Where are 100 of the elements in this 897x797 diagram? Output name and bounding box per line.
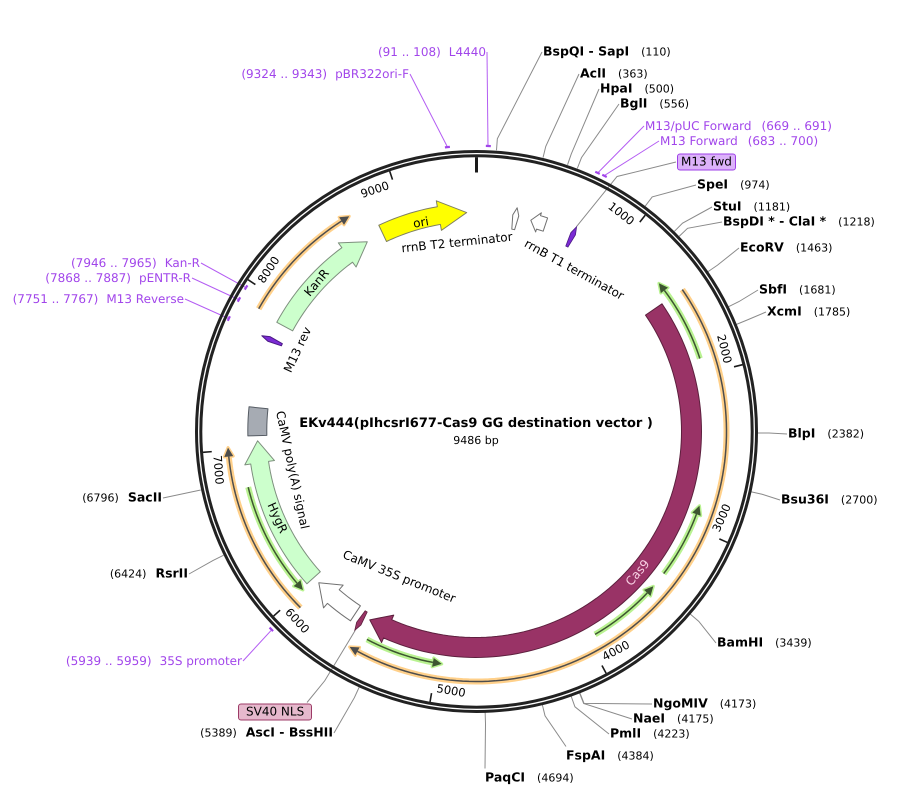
- restriction-site-name: RsrII: [155, 566, 188, 582]
- primer-binding-mark: [226, 315, 232, 322]
- primer-binding-mark: [444, 145, 451, 150]
- primer-name: M13/pUC Forward: [645, 118, 752, 134]
- plasmid-name: EKv444(pIhcsrI677-Cas9 GG destination vector ): [299, 416, 653, 432]
- primer-range: (7751 .. 7767): [12, 291, 98, 307]
- leader-line: [242, 630, 272, 662]
- restriction-site-name: BspDI * - ClaI *: [723, 214, 826, 230]
- primer-range: (7946 .. 7965): [71, 255, 157, 271]
- primer-range: (9324 .. 9343): [241, 66, 328, 82]
- primer-binding-mark: [236, 296, 242, 304]
- restriction-site-name: AscI - BssHII: [246, 724, 333, 740]
- leader-line: [578, 692, 632, 720]
- site-position: (110): [641, 44, 671, 60]
- site-position: (4694): [537, 770, 574, 786]
- primer-range: (669 .. 691): [762, 118, 832, 134]
- feature-label: M13 rev: [280, 324, 316, 376]
- leader-line: [579, 692, 652, 704]
- tick-label: 5000: [436, 682, 467, 700]
- restriction-site-name: SacII: [128, 490, 162, 506]
- primer-binding-mark: [268, 626, 276, 634]
- primer-name: Kan-R: [164, 255, 200, 271]
- restriction-site-name: NaeI: [633, 710, 666, 726]
- leader-line: [188, 554, 224, 574]
- restriction-site-name: PmlI: [610, 726, 642, 742]
- primer-name: L4440: [448, 44, 486, 60]
- restriction-site-name: HpaI: [600, 80, 632, 96]
- primer-name: M13 Forward: [660, 133, 738, 149]
- plasmid-length: 9486 bp: [453, 434, 499, 448]
- leader-line: [542, 74, 580, 158]
- site-position: (974): [740, 178, 770, 194]
- site-position: (4384): [617, 748, 654, 764]
- restriction-site-name: Bsu36I: [781, 492, 829, 508]
- leader-line: [184, 298, 229, 319]
- tick-label: 2000: [714, 332, 734, 364]
- leader-line: [576, 104, 620, 169]
- leader-line: [486, 52, 488, 146]
- tick-label: 7000: [210, 455, 226, 486]
- restriction-site-name: BlpI: [788, 426, 816, 442]
- site-position: (2382): [827, 426, 864, 442]
- feature-marker: [565, 226, 578, 248]
- leader-line: [757, 432, 788, 434]
- leader-line: [484, 712, 486, 769]
- primer-range: (5939 .. 5959): [66, 653, 152, 669]
- primer-name: 35S promoter: [160, 653, 242, 669]
- site-position: (1681): [799, 282, 836, 298]
- site-position: (2700): [840, 492, 878, 508]
- site-position: (363): [618, 66, 648, 82]
- leader-line: [162, 489, 202, 498]
- site-position: (500): [644, 82, 674, 98]
- primer-range: (7868 .. 7887): [45, 270, 131, 286]
- leader-line: [598, 126, 644, 173]
- leader-line: [496, 52, 542, 151]
- site-position: (6424): [110, 566, 146, 582]
- leader-line: [192, 278, 238, 300]
- leader-line: [604, 140, 660, 176]
- restriction-site-name: BglI: [620, 96, 648, 112]
- feature-label: rrnB T2 terminator: [400, 230, 514, 256]
- primer-binding-mark: [242, 284, 250, 292]
- primer-name: pBR322ori-F: [335, 66, 409, 82]
- tick-label: 3000: [710, 502, 734, 534]
- tick-label: 4000: [600, 638, 632, 664]
- restriction-site-name: SbfI: [759, 282, 788, 298]
- restriction-site-name: BamHI: [717, 634, 764, 650]
- site-position: (5389): [200, 726, 237, 742]
- feature-tag: SV40 NLS: [238, 704, 312, 720]
- leader-line: [678, 222, 722, 237]
- leader-line: [674, 206, 712, 232]
- primer-range: (683 .. 700): [748, 133, 818, 149]
- restriction-site-name: StuI: [713, 198, 742, 214]
- leader-line: [200, 262, 246, 288]
- primer-binding-mark: [594, 170, 602, 176]
- primer-binding-mark: [600, 173, 608, 180]
- primer-name: M13 Reverse: [106, 291, 184, 307]
- restriction-site-name: FspAI: [566, 748, 606, 764]
- leader-line: [750, 491, 780, 500]
- leader-line: [708, 248, 740, 272]
- leader-line: [410, 74, 448, 147]
- leader-line: [567, 88, 600, 166]
- restriction-site-name: SpeI: [697, 176, 728, 192]
- site-position: (6796): [82, 490, 119, 506]
- feature-label: HygR: [264, 500, 290, 536]
- leader-line: [728, 290, 758, 308]
- site-position: (1181): [754, 200, 790, 216]
- primer-binding-mark: [484, 144, 492, 148]
- leader-line: [576, 162, 676, 227]
- feature-tag: M13 fwd: [677, 154, 736, 170]
- site-position: (1463): [796, 240, 832, 256]
- restriction-site-name: AclI: [580, 66, 606, 82]
- leader-line: [570, 695, 610, 734]
- restriction-site-name: EcoRV: [740, 240, 784, 256]
- leader-line: [306, 630, 356, 703]
- leader-line: [644, 184, 696, 207]
- site-position: (4173): [720, 696, 756, 712]
- leader-line: [334, 686, 360, 734]
- primer-name: pENTR-R: [138, 270, 191, 286]
- leader-line: [542, 704, 566, 747]
- site-position: (4223): [653, 726, 690, 742]
- site-position: (556): [659, 96, 690, 112]
- restriction-site-name: XcmI: [767, 304, 802, 320]
